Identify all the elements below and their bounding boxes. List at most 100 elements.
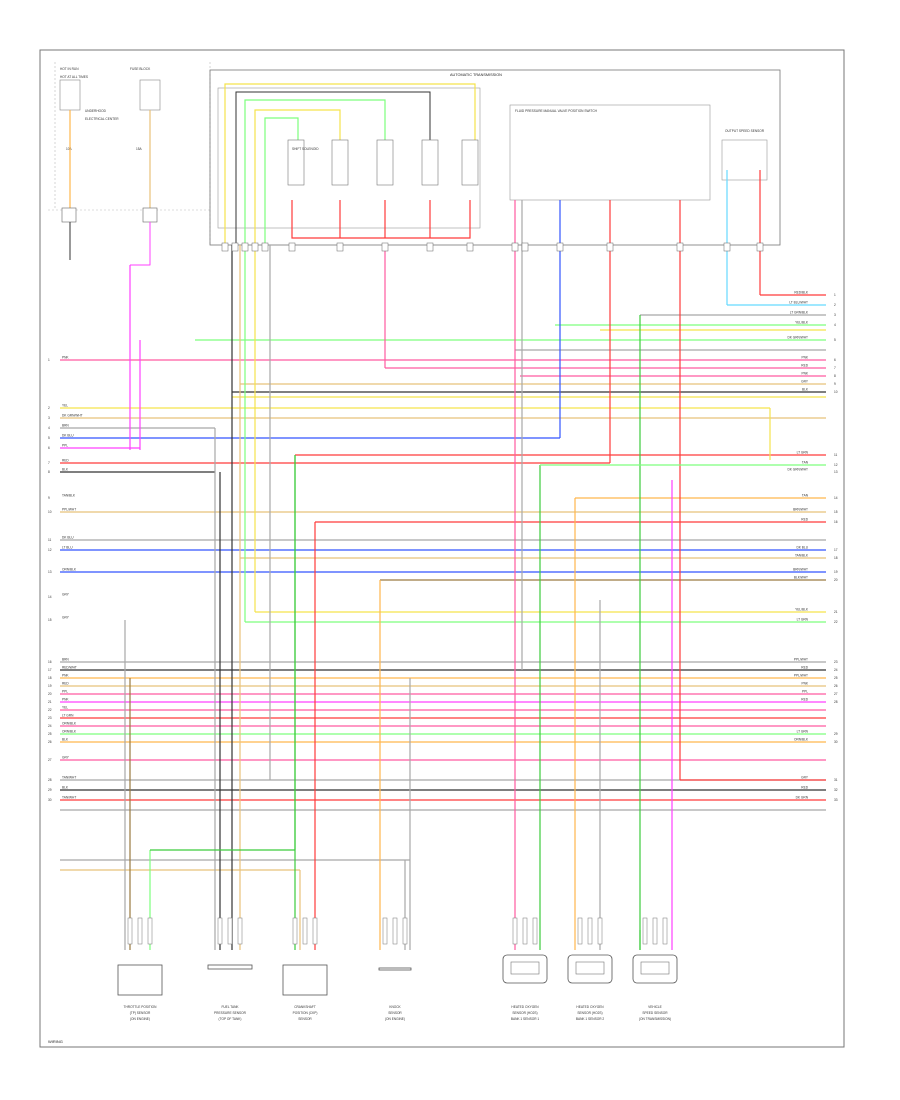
left-pin-number: 29 — [48, 788, 52, 792]
connector-pin — [723, 242, 731, 252]
left-pin-number: 24 — [48, 724, 52, 728]
left-pin-label: DK BLU — [62, 434, 74, 438]
right-pin-label: PPL/WHT — [794, 658, 808, 662]
right-pin-label: DK GRN/WHT — [787, 336, 808, 340]
connector-pin — [676, 242, 684, 252]
left-pin-label: PPL — [62, 444, 68, 448]
component-label: SPEED SENSOR — [642, 1011, 668, 1015]
left-pin-label: PNK — [62, 674, 69, 678]
component-label: HEATED OXYGEN — [576, 1005, 604, 1009]
right-pin-label: RED/BLK — [794, 291, 809, 295]
right-pin-number: 16 — [834, 520, 838, 524]
left-pin-number: 14 — [48, 595, 52, 599]
connector-pin — [261, 242, 269, 252]
component-1: THROTTLE POSITION(TP) SENSOR(ON ENGINE) — [117, 917, 163, 1021]
right-pin-number: 26 — [834, 684, 838, 688]
left-pin-number: 2 — [48, 406, 50, 410]
component-label: VEHICLE — [648, 1005, 662, 1009]
connector-pin — [241, 242, 249, 252]
left-pin-label: BLK — [62, 786, 69, 790]
solenoid-label: SHIFT SOLENOID — [292, 147, 319, 151]
right-pin-number: 33 — [834, 798, 838, 802]
component-label: (TP) SENSOR — [130, 1011, 151, 1015]
right-pin-number: 27 — [834, 692, 838, 696]
connector-pin — [556, 242, 564, 252]
component-label: FUEL TANK — [221, 1005, 239, 1009]
connector-pin — [231, 242, 239, 252]
left-pin-number: 18 — [48, 676, 52, 680]
fuse-block-label-4: UNDERHOOD — [85, 109, 107, 113]
left-pin-label: GRY — [62, 616, 70, 620]
left-pin-number: 3 — [48, 416, 50, 420]
component-label: (ON ENGINE) — [130, 1017, 150, 1021]
left-pin-label: PPL — [62, 690, 68, 694]
right-pin-label: RED — [801, 518, 808, 522]
right-pin-number: 15 — [834, 510, 838, 514]
fuse-block-label-1: HOT IN RUN — [60, 67, 79, 71]
right-pin-number: 22 — [834, 620, 838, 624]
left-pin-number: 25 — [48, 732, 52, 736]
fuse-label-10a: 10A — [66, 147, 73, 151]
right-pin-number: 23 — [834, 660, 838, 664]
left-pin-number: 13 — [48, 570, 52, 574]
right-pin-label: BRN/WHT — [793, 508, 808, 512]
right-pin-label: BLK — [802, 388, 809, 392]
left-pin-label: GRY — [62, 593, 70, 597]
right-pin-number: 29 — [834, 732, 838, 736]
left-pin-number: 21 — [48, 700, 52, 704]
right-pin-number: 6 — [834, 358, 836, 362]
right-pin-label: YEL/BLK — [795, 608, 809, 612]
left-pin-number: 22 — [48, 708, 52, 712]
wire-harness — [60, 170, 826, 950]
wire-grn — [150, 455, 296, 851]
component-label: BANK 1 SENSOR 2 — [576, 1017, 605, 1021]
right-pin-number: 7 — [834, 366, 836, 370]
connector-pin — [521, 242, 529, 252]
left-pin-number: 8 — [48, 470, 50, 474]
right-pin-number: 19 — [834, 570, 838, 574]
right-pin-label: PPL/WHT — [794, 674, 808, 678]
left-pin-label: BRN — [62, 424, 69, 428]
left-pin-number: 20 — [48, 692, 52, 696]
right-pin-number: 8 — [834, 374, 836, 378]
left-pin-number: 27 — [48, 758, 52, 762]
left-pin-number: 6 — [48, 446, 50, 450]
right-pin-label: PPL — [802, 690, 808, 694]
right-pin-number: 14 — [834, 496, 838, 500]
component-label: POSITION (CKP) — [293, 1011, 318, 1015]
fuse-label-15a: 15A — [136, 147, 143, 151]
right-pin-number: 1 — [834, 293, 836, 297]
right-pin-number: 10 — [834, 390, 838, 394]
connector-pin — [606, 242, 614, 252]
left-pin-number: 15 — [48, 618, 52, 622]
right-pin-label: RED — [801, 666, 808, 670]
right-pin-number: 20 — [834, 578, 838, 582]
left-pin-label: RED — [62, 459, 69, 463]
right-pin-number: 12 — [834, 463, 838, 467]
right-pin-number: 31 — [834, 778, 838, 782]
right-pin-number: 13 — [834, 470, 838, 474]
right-pin-label: DK BLU — [796, 546, 808, 550]
left-pin-label: ORN/BLK — [62, 722, 77, 726]
left-pin-number: 10 — [48, 510, 52, 514]
connector-pin — [756, 242, 764, 252]
connector-pin — [288, 242, 296, 252]
component-label: CRANKSHAFT — [294, 1005, 316, 1009]
footer-code: WIRING — [48, 1039, 63, 1044]
output-speed-sensor-label: OUTPUT SPEED SENSOR — [725, 129, 765, 133]
right-pin-label: TAN — [802, 461, 809, 465]
right-pin-number: 24 — [834, 668, 838, 672]
right-pin-label: RED — [801, 698, 808, 702]
wire-ppl — [130, 222, 151, 266]
left-pin-label: BRN — [62, 658, 69, 662]
left-pin-number: 26 — [48, 740, 52, 744]
module-title: AUTOMATIC TRANSMISSION — [450, 73, 502, 77]
left-pin-label: BLK — [62, 738, 69, 742]
right-pin-number: 30 — [834, 740, 838, 744]
left-pin-number: 1 — [48, 358, 50, 362]
right-pin-number: 32 — [834, 788, 838, 792]
component-label: PRESSURE SENSOR — [214, 1011, 247, 1015]
